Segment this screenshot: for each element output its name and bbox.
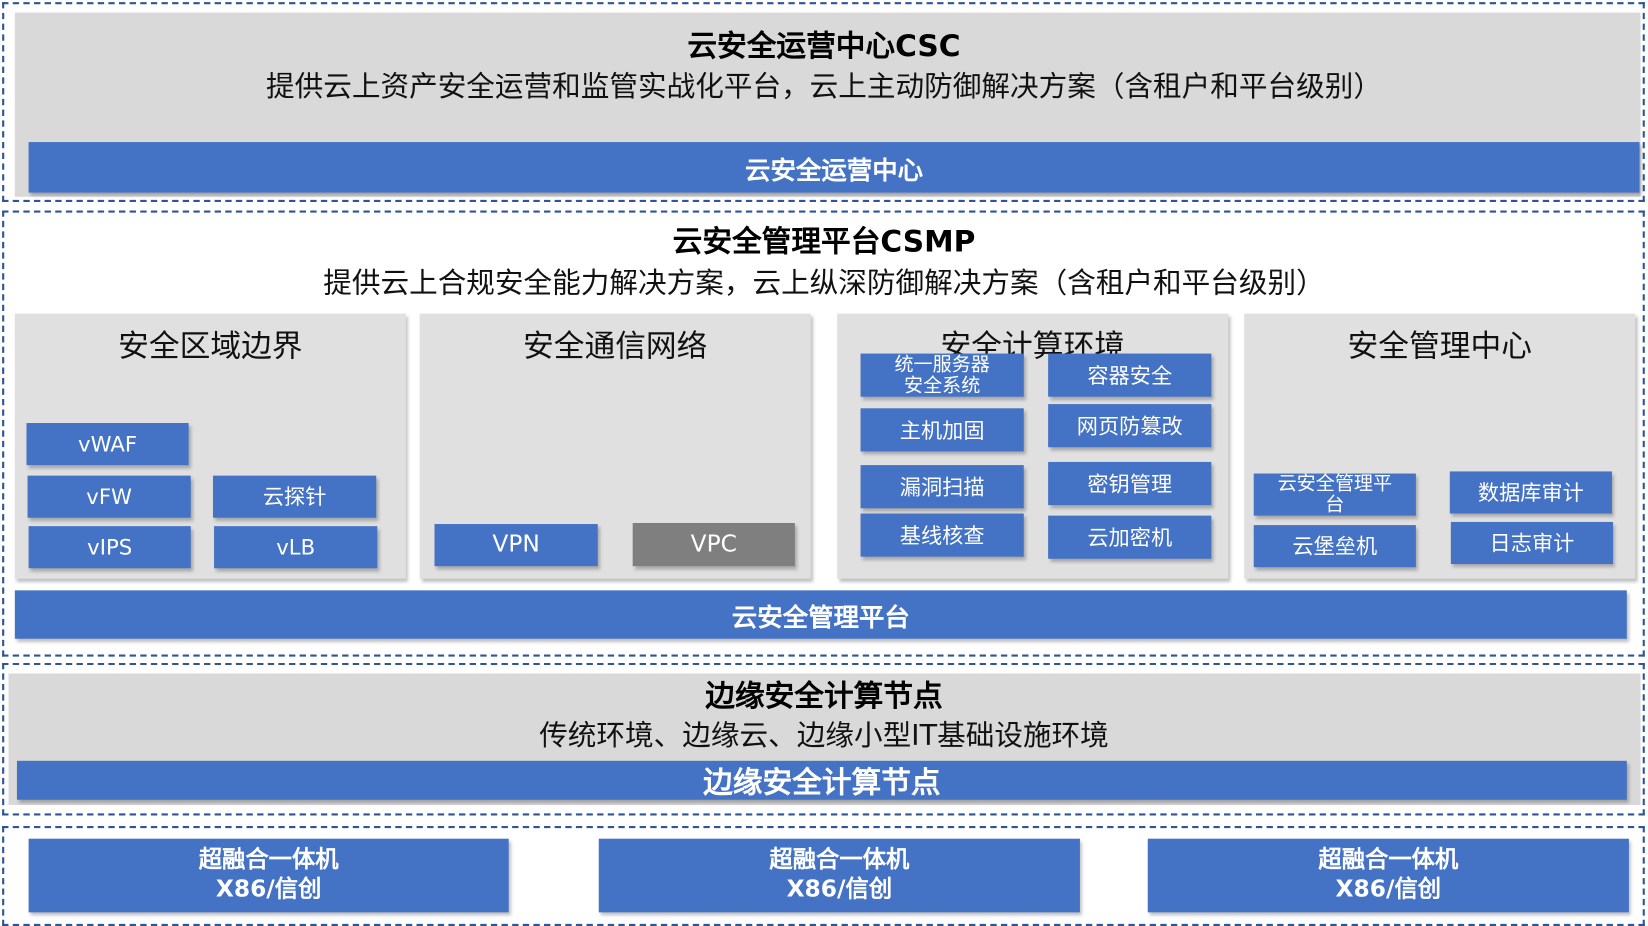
panel-title-area-boundary: 安全区域边界 (118, 328, 303, 365)
vwaf-button[interactable]: vWAF (26, 423, 189, 466)
bastion-host-button[interactable]: 云堡垒机 (1253, 525, 1416, 568)
hardware-name: 超融合一体机 (769, 847, 910, 874)
cloud-probe-button[interactable]: 云探针 (213, 475, 377, 518)
db-audit-button[interactable]: 数据库审计 (1449, 471, 1612, 514)
log-audit-button[interactable]: 日志审计 (1450, 521, 1614, 565)
csmp-subtitle: 提供云上合规安全能力解决方案，云上纵深防御解决方案（含租户和平台级别） (323, 267, 1325, 300)
hardware-name: 超融合一体机 (198, 847, 339, 874)
web-tamper-button[interactable]: 网页防篡改 (1048, 404, 1212, 448)
csc-bar: 云安全运营中心 (28, 142, 1640, 193)
hardware-box-2: 超融合一体机 X86/信创 (598, 838, 1080, 913)
cloud-hsm-button[interactable]: 云加密机 (1048, 515, 1212, 559)
vlb-button[interactable]: vLB (214, 526, 378, 569)
server-security-button[interactable]: 统一服务器安全系统 (860, 354, 1024, 397)
edge-title: 边缘安全计算节点 (705, 678, 943, 714)
key-management-button[interactable]: 密钥管理 (1048, 461, 1212, 506)
csmp-title: 云安全管理平台CSMP (672, 224, 976, 259)
vpn-button[interactable]: VPN (434, 524, 598, 567)
csc-section (2, 2, 1645, 203)
panel-title-comm-network: 安全通信网络 (522, 328, 708, 365)
hardware-section (2, 826, 1645, 926)
cloud-security-mgmt-button[interactable]: 云安全管理平台 (1253, 473, 1416, 516)
vips-button[interactable]: vIPS (28, 526, 191, 569)
vuln-scan-button[interactable]: 漏洞扫描 (860, 465, 1024, 509)
csc-subtitle: 提供云上资产安全运营和监管实战化平台，云上主动防御解决方案（含租户和平台级别） (266, 70, 1382, 104)
edge-bar: 边缘安全计算节点 (16, 760, 1627, 800)
hardware-arch: X86/信创 (786, 876, 893, 903)
hardware-arch: X86/信创 (215, 876, 322, 903)
hardware-box-1: 超融合一体机 X86/信创 (28, 838, 509, 913)
hardware-name: 超融合一体机 (1318, 847, 1459, 874)
host-hardening-button[interactable]: 主机加固 (860, 408, 1024, 452)
csc-title: 云安全运营中心CSC (687, 28, 961, 64)
hardware-arch: X86/信创 (1335, 876, 1442, 903)
csmp-section (2, 210, 1645, 657)
csmp-bar: 云安全管理平台 (14, 590, 1627, 639)
edge-subtitle: 传统环境、边缘云、边缘小型IT基础设施环境 (539, 719, 1109, 753)
panel-title-mgmt-center: 安全管理中心 (1347, 328, 1532, 365)
hardware-box-3: 超融合一体机 X86/信创 (1147, 838, 1629, 913)
vpc-button[interactable]: VPC (632, 522, 795, 567)
container-security-button[interactable]: 容器安全 (1048, 353, 1212, 397)
vfw-button[interactable]: vFW (27, 475, 191, 518)
edge-section (2, 662, 1645, 816)
baseline-check-button[interactable]: 基线核查 (860, 513, 1024, 557)
